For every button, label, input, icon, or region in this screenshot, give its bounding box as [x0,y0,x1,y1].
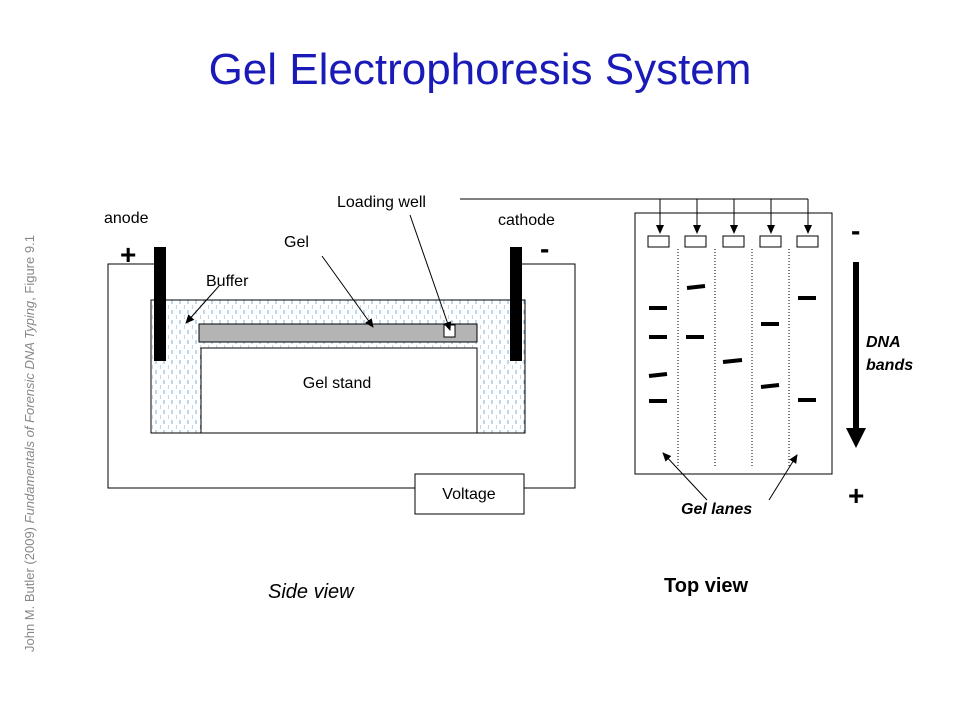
top-minus-sign: - [851,215,860,246]
top-view-caption: Top view [664,575,749,597]
gel-stand-label: Gel stand [303,375,371,392]
dna-band [686,284,706,290]
page-title: Gel Electrophoresis System [209,45,752,94]
well-lane-1 [647,235,670,248]
well-lane-4 [759,235,782,248]
loading-well [443,324,456,338]
gel-pointer-arrow [321,255,374,328]
anode-plus-sign: + [120,239,136,270]
buffer-pointer-arrow [185,285,220,324]
voltage-source [414,473,525,515]
anode-electrode [154,247,166,361]
cathode-minus-sign: - [540,233,549,264]
dna-band [648,372,668,378]
circuit-wire-right [522,263,576,489]
well-lane-2 [684,235,707,248]
well-lane-5 [796,235,819,248]
dna-bands-label-line2: bands [866,357,913,374]
gel-lanes-label: Gel lanes [681,501,752,518]
buffer-label: Buffer [206,273,249,290]
gel-label: Gel [284,234,309,251]
cathode-label: cathode [498,212,555,229]
dna-band [722,358,743,364]
side-view-caption: Side view [268,581,355,603]
gel-stand [200,347,478,434]
circuit-wire-left [107,263,415,489]
dna-bands-label-line1: DNA [866,334,901,351]
cathode-electrode [510,247,522,361]
loading-well-pointer-arrow [409,214,452,331]
side-view: Voltage anode cathode + - Buffer Gel Loa… [104,194,808,603]
gel-slab [198,323,478,343]
voltage-label: Voltage [442,486,495,503]
loading-well-label: Loading well [337,194,426,211]
dna-band [760,383,780,389]
anode-label: anode [104,210,149,227]
gel-lanes-pointer-right [768,454,798,501]
gel-top-view [634,212,833,475]
gel-lanes-pointer-left [662,452,708,501]
top-view: Gel lanes - + DNA bands Top view [634,199,913,597]
well-lane-3 [722,235,745,248]
credit-text: John M. Butler (2009) Fundamentals of Fo… [22,235,37,652]
top-plus-sign: + [848,480,864,511]
migration-arrow-head [846,428,866,448]
